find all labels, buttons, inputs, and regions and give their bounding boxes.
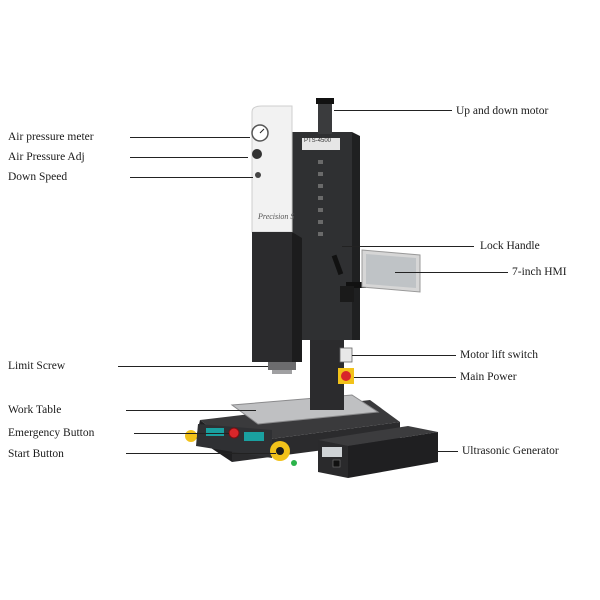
- motor-housing: [318, 100, 332, 134]
- main-power-knob: [341, 371, 351, 381]
- hmi-arm-joint: [340, 286, 354, 302]
- leader-start-button: [126, 453, 276, 454]
- leader-limit-screw: [118, 366, 268, 367]
- model-plate: [302, 138, 340, 150]
- label-limit-screw: Limit Screw: [8, 360, 66, 372]
- ultrasonic-generator-box: [318, 426, 438, 478]
- motor-cap: [316, 98, 334, 104]
- label-air-pressure-adj: Air Pressure Adj: [8, 151, 85, 163]
- generator-top: [318, 426, 438, 446]
- generator-front: [318, 440, 348, 478]
- head-lower-dark: [252, 232, 292, 362]
- label-hmi-7-inch: 7-inch HMI: [512, 266, 567, 278]
- leader-air-pressure-meter: [130, 137, 250, 138]
- leader-motor-lift-switch: [352, 355, 456, 356]
- generator-side: [348, 432, 438, 478]
- hmi-screen: [361, 249, 421, 293]
- leader-air-pressure-adj: [130, 157, 248, 158]
- machine-brand-text: Precision S: [258, 212, 295, 221]
- label-lock-handle: Lock Handle: [480, 240, 540, 252]
- column-indicators: [318, 160, 323, 236]
- label-start-button: Start Button: [8, 448, 64, 460]
- leader-lock-handle: [342, 246, 474, 247]
- leader-ultrasonic-generator: [436, 451, 458, 452]
- leader-down-speed: [130, 177, 253, 178]
- start-button-left: [185, 430, 197, 442]
- label-motor-lift-switch: Motor lift switch: [460, 349, 538, 361]
- column-assembly: [290, 98, 366, 410]
- label-air-pressure-meter: Air pressure meter: [8, 131, 94, 143]
- label-ultrasonic-generator: Ultrasonic Generator: [462, 445, 559, 457]
- leader-hmi-7-inch: [395, 272, 508, 273]
- green-indicator: [291, 460, 297, 466]
- leader-main-power: [354, 377, 456, 378]
- machine-model-text: PTS-4500: [304, 138, 332, 144]
- lock-handle-shape: [331, 254, 344, 276]
- leader-emergency-button: [134, 433, 229, 434]
- label-down-speed: Down Speed: [8, 171, 68, 183]
- motor-lift-switch-shape: [339, 347, 353, 363]
- leader-work-table: [126, 410, 256, 411]
- head-assembly: [251, 105, 302, 374]
- label-emergency-button: Emergency Button: [8, 427, 95, 439]
- generator-display: [322, 447, 342, 457]
- limit-screw-shape: [268, 362, 296, 370]
- air-pressure-adj-knob: [252, 149, 262, 159]
- head-lower-side: [292, 232, 302, 362]
- label-up-and-down-motor: Up and down motor: [456, 105, 549, 117]
- horn-tip: [272, 370, 292, 374]
- leader-up-and-down-motor: [334, 110, 452, 111]
- start-button-right-core: [276, 447, 284, 455]
- label-main-power: Main Power: [460, 371, 517, 383]
- label-work-table: Work Table: [8, 404, 62, 416]
- panel-display-right: [244, 432, 264, 441]
- hmi-display: [366, 254, 416, 288]
- generator-switch: [332, 459, 341, 468]
- hmi-arm: [346, 282, 366, 288]
- column-side: [352, 132, 360, 340]
- emergency-button-shape: [228, 427, 240, 439]
- down-speed-knob: [255, 172, 261, 178]
- panel-display-left: [206, 428, 224, 436]
